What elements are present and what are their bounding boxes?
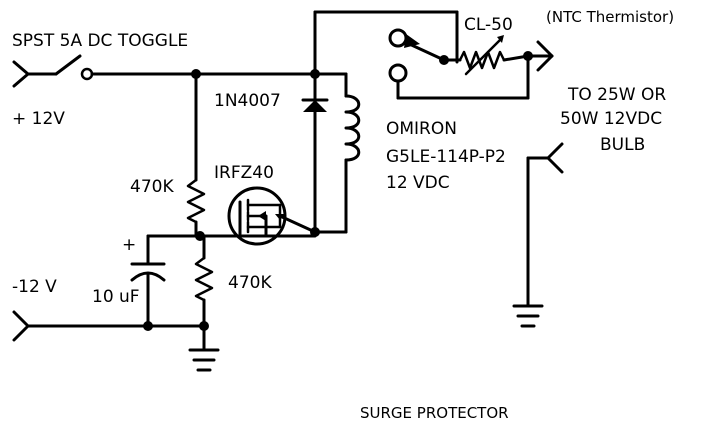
- bulb-label-line1: TO 25W OR: [567, 85, 666, 105]
- relay-contacts: [388, 28, 530, 100]
- relay-model-label: G5LE-114P-P2: [386, 147, 506, 167]
- relay-voltage-label: 12 VDC: [386, 173, 450, 193]
- thermistor-note-label: (NTC Thermistor): [546, 8, 674, 26]
- footer-title: SURGE PROTECTOR: [360, 404, 509, 422]
- diode-label: 1N4007: [214, 91, 281, 111]
- switch-label: SPST 5A DC TOGGLE: [12, 31, 188, 51]
- bulb-return-connector: [526, 142, 564, 308]
- pos-supply-label: + 12V: [12, 109, 65, 129]
- relay-brand-label: OMIRON: [386, 119, 457, 139]
- ntc-thermistor: [442, 35, 533, 76]
- capacitor-10uf: [130, 234, 166, 331]
- resistor-bottom-label: 470K: [228, 273, 272, 293]
- bulb-label-line3: BULB: [600, 135, 645, 155]
- resistor-top-label: 470K: [130, 177, 174, 197]
- cap-plus-label: +: [122, 235, 136, 255]
- relay-coil: [313, 72, 361, 234]
- thermistor-label: CL-50: [464, 15, 513, 35]
- ground-symbol-left: [188, 324, 220, 372]
- neg-input-connector: [12, 310, 206, 342]
- neg-supply-label: -12 V: [12, 277, 57, 297]
- bulb-label-line2: 50W 12VDC: [560, 109, 662, 129]
- resistor-bottom-470k: [194, 234, 214, 331]
- resistor-top-470k: [186, 72, 206, 238]
- toggle-switch: [54, 54, 198, 81]
- diode-1n4007: [301, 72, 329, 237]
- cap-value-label: 10 uF: [92, 287, 140, 307]
- mosfet-label: IRFZ40: [214, 163, 274, 183]
- pos-input-connector: [12, 60, 58, 88]
- ground-symbol-right: [512, 304, 544, 328]
- mosfet-irfz40: [227, 186, 317, 246]
- relay-switch-wire: [313, 10, 459, 76]
- bulb-output-connector: [526, 40, 554, 72]
